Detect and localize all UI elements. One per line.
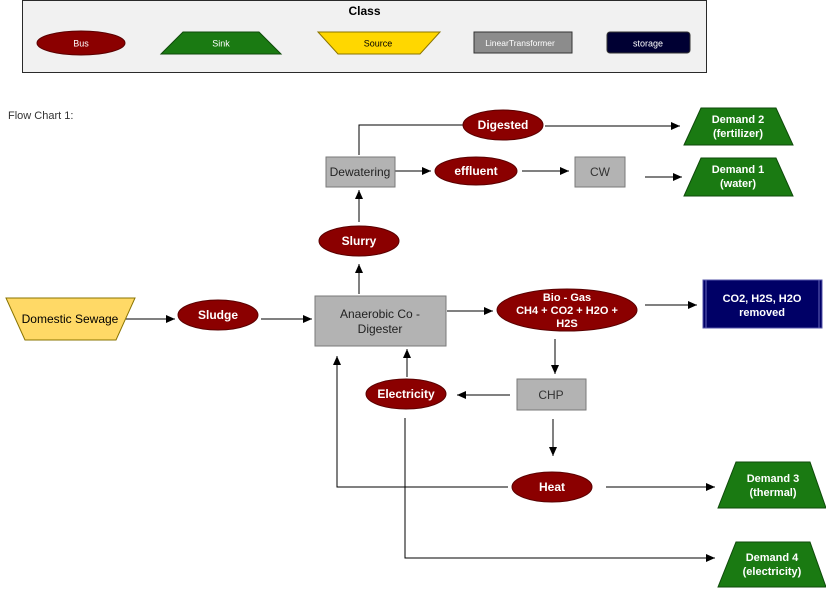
electricity-label: Electricity xyxy=(377,387,435,401)
edge-heat-digester xyxy=(333,356,508,488)
demand1-label-line2: (water) xyxy=(720,178,756,190)
demand1-label-line1: Demand 1 xyxy=(712,164,765,176)
node-chp: CHP xyxy=(516,378,587,411)
legend-storage: storage xyxy=(606,31,691,54)
dewatering-label: Dewatering xyxy=(330,165,391,179)
flow-chart-caption: Flow Chart 1: xyxy=(8,110,74,122)
heat-label: Heat xyxy=(539,480,565,494)
domestic-sewage-label: Domestic Sewage xyxy=(22,312,119,326)
node-demand1: Demand 1 (water) xyxy=(683,157,794,197)
demand3-label-line2: (thermal) xyxy=(749,487,796,499)
node-domestic-sewage: Domestic Sewage xyxy=(5,297,136,341)
node-digester: Anaerobic Co - Digester xyxy=(314,295,447,347)
legend-sink: Sink xyxy=(159,31,283,55)
node-digested: Digested xyxy=(462,109,544,141)
biogas-label-line1: Bio - Gas xyxy=(543,292,591,304)
removed-label-line1: CO2, H2S, H2O xyxy=(723,293,802,305)
node-dewatering: Dewatering xyxy=(325,156,396,188)
slurry-label: Slurry xyxy=(342,234,377,248)
biogas-label-line2: CH4 + CO2 + H2O + xyxy=(516,305,618,317)
node-slurry: Slurry xyxy=(318,225,400,257)
node-demand2: Demand 2 (fertilizer) xyxy=(683,107,794,146)
legend-linear-transformer: LinearTransformer xyxy=(473,31,573,54)
demand2-label-line1: Demand 2 xyxy=(712,114,765,126)
node-cw: CW xyxy=(574,156,626,188)
legend-sink-label: Sink xyxy=(212,39,230,49)
node-demand4: Demand 4 (electricity) xyxy=(717,541,826,588)
digested-label: Digested xyxy=(478,118,529,132)
demand2-label-line2: (fertilizer) xyxy=(713,128,763,140)
cw-label: CW xyxy=(590,165,611,179)
legend-source: Source xyxy=(316,31,442,55)
legend-storage-label: storage xyxy=(633,39,663,49)
edge-dewatering-digested xyxy=(358,124,463,155)
digester-label-line1: Anaerobic Co - xyxy=(340,307,420,321)
node-removed: CO2, H2S, H2O removed xyxy=(702,279,823,329)
effluent-label: effluent xyxy=(454,164,497,178)
demand3-label-line1: Demand 3 xyxy=(747,473,800,485)
legend-title: Class xyxy=(348,4,381,18)
node-heat: Heat xyxy=(511,471,593,503)
chp-label: CHP xyxy=(538,388,563,402)
node-biogas: Bio - Gas CH4 + CO2 + H2O + H2S xyxy=(496,288,638,332)
legend-linear-transformer-label: LinearTransformer xyxy=(485,38,555,48)
legend-source-label: Source xyxy=(364,39,393,49)
legend-bus-label: Bus xyxy=(73,39,89,49)
edge-electricity-demand4 xyxy=(404,418,715,562)
biogas-label-line3: H2S xyxy=(556,318,577,330)
demand4-label-line2: (electricity) xyxy=(743,566,802,578)
legend-bus: Bus xyxy=(36,30,126,56)
node-electricity: Electricity xyxy=(365,378,447,410)
sludge-label: Sludge xyxy=(198,308,238,322)
node-effluent: effluent xyxy=(434,156,518,186)
digester-label-line2: Digester xyxy=(358,322,403,336)
demand4-label-line1: Demand 4 xyxy=(746,552,799,564)
node-sludge: Sludge xyxy=(177,299,259,331)
node-demand3: Demand 3 (thermal) xyxy=(717,461,826,509)
removed-label-line2: removed xyxy=(739,307,785,319)
